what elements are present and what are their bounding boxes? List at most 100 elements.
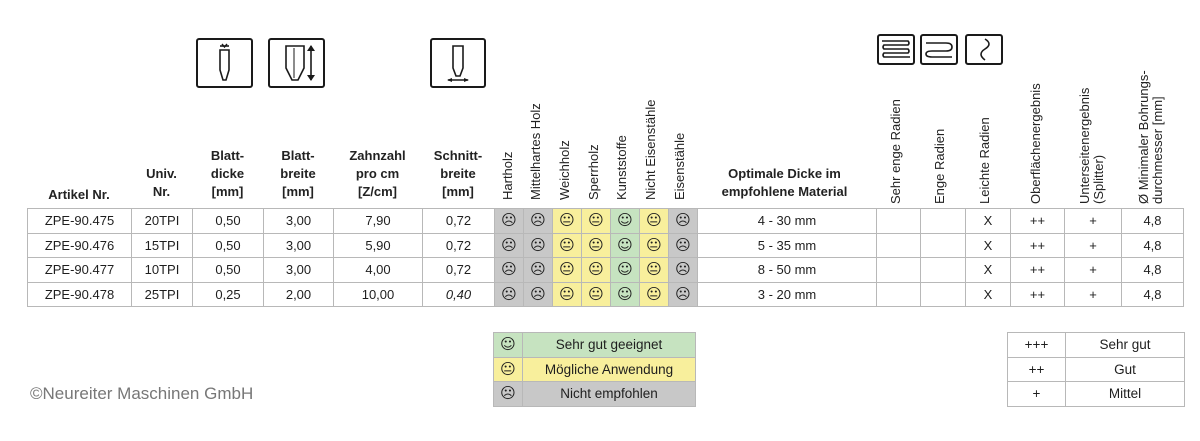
header-artikel: Artikel Nr. xyxy=(48,187,110,202)
cell-oberflaeche: ++ xyxy=(1010,232,1065,258)
header-bohrungsdurchmesser: Ø Minimaler Bohrungs-durchmesser [mm] xyxy=(1136,70,1165,204)
cell-blattbreite: 3,00 xyxy=(263,232,334,258)
smiley-neutral-icon: 😐 xyxy=(646,235,662,254)
cell-artikel: ZPE-90.477 xyxy=(27,257,132,283)
cell-zahnzahl: 7,90 xyxy=(333,208,423,234)
grade-symbol: + xyxy=(1007,381,1066,407)
legend-row: 😐Mögliche Anwendung xyxy=(493,356,696,382)
cell-schnittbreite: 0,72 xyxy=(422,208,495,234)
cell-material-6: ☹ xyxy=(668,281,698,307)
cell-oberflaeche: ++ xyxy=(1010,257,1065,283)
cell-oberflaeche: ++ xyxy=(1010,281,1065,307)
grade-row: +++Sehr gut xyxy=(1007,332,1185,358)
smiley-sad-icon: ☹ xyxy=(530,284,546,303)
smiley-neutral-icon: 😐 xyxy=(646,260,662,279)
cell-optimale-dicke: 4 - 30 mm xyxy=(697,208,877,234)
cell-material-0: ☹ xyxy=(494,232,524,258)
legend-symbol: 😐 xyxy=(493,356,523,382)
header-enge-radien: Enge Radien xyxy=(932,128,947,204)
cell-enge-radien xyxy=(920,232,966,258)
smiley-happy-icon: ☺ xyxy=(617,260,633,279)
cell-unterseite: + xyxy=(1064,257,1122,283)
cell-material-0: ☹ xyxy=(494,281,524,307)
cell-material-1: ☹ xyxy=(523,281,553,307)
smiley-neutral-icon: 😐 xyxy=(588,211,604,230)
header-blattbreite: Blatt-breite[mm] xyxy=(280,148,316,199)
cell-zahnzahl: 4,00 xyxy=(333,257,423,283)
cell-material-5: 😐 xyxy=(639,208,669,234)
cell-bohrung: 4,8 xyxy=(1121,208,1184,234)
cell-sehr-enge-radien xyxy=(876,281,921,307)
cell-blattbreite: 3,00 xyxy=(263,208,334,234)
tight-radius-icon xyxy=(920,34,958,65)
smiley-sad-icon: ☹ xyxy=(501,211,517,230)
smiley-sad-icon: ☹ xyxy=(675,235,691,254)
cell-material-2: 😐 xyxy=(552,208,582,234)
cell-leichte-radien: X xyxy=(965,232,1011,258)
header-weichholz: Weichholz xyxy=(557,140,572,200)
smiley-neutral-icon: 😐 xyxy=(646,211,662,230)
smiley-happy-icon: ☺ xyxy=(617,211,633,230)
cell-artikel: ZPE-90.475 xyxy=(27,208,132,234)
smiley-sad-icon: ☹ xyxy=(501,284,517,303)
cell-material-3: 😐 xyxy=(581,208,611,234)
suitability-legend: ☺ Sehr gut geeignet😐Mögliche Anwendung ☹ Ni… xyxy=(493,332,696,407)
cell-material-4: ☺ xyxy=(610,257,640,283)
cell-material-3: 😐 xyxy=(581,257,611,283)
grade-label: Sehr gut xyxy=(1065,332,1185,358)
cell-unterseite: + xyxy=(1064,208,1122,234)
smiley-sad-icon: ☹ xyxy=(501,260,517,279)
smiley-sad-icon: ☹ xyxy=(501,235,517,254)
header-mittelhartes-holz: Mittelhartes Holz xyxy=(528,103,543,200)
cell-blattdicke: 0,25 xyxy=(192,281,264,307)
smiley-sad-icon: ☹ xyxy=(500,384,516,403)
header-eisenstaehle: Eisenstähle xyxy=(672,132,687,200)
cell-material-5: 😐 xyxy=(639,232,669,258)
header-nicht-eisenstaehle: Nicht Eisenstähle xyxy=(643,99,658,200)
grade-symbol: ++ xyxy=(1007,356,1066,382)
cell-material-5: 😐 xyxy=(639,257,669,283)
smiley-neutral-icon: 😐 xyxy=(559,211,575,230)
cell-material-2: 😐 xyxy=(552,281,582,307)
cell-enge-radien xyxy=(920,257,966,283)
copyright: ©Neureiter Maschinen GmbH xyxy=(30,384,254,403)
smiley-neutral-icon: 😐 xyxy=(559,284,575,303)
smiley-neutral-icon: 😐 xyxy=(559,260,575,279)
cell-zahnzahl: 10,00 xyxy=(333,281,423,307)
header-sehr-enge-radien: Sehr enge Radien xyxy=(888,99,903,204)
smiley-happy-icon: ☺ xyxy=(500,335,516,354)
cell-material-4: ☺ xyxy=(610,281,640,307)
cell-material-4: ☺ xyxy=(610,232,640,258)
grade-legend: +++Sehr gut++Gut+Mittel xyxy=(1007,332,1185,407)
cell-enge-radien xyxy=(920,208,966,234)
cell-leichte-radien: X xyxy=(965,208,1011,234)
cell-optimale-dicke: 5 - 35 mm xyxy=(697,232,877,258)
cell-artikel: ZPE-90.476 xyxy=(27,232,132,258)
cell-material-6: ☹ xyxy=(668,208,698,234)
cell-univ: 25TPI xyxy=(131,281,193,307)
cell-leichte-radien: X xyxy=(965,257,1011,283)
cell-schnittbreite: 0,72 xyxy=(422,257,495,283)
header-kunststoffe: Kunststoffe xyxy=(614,135,629,200)
grade-label: Mittel xyxy=(1065,381,1185,407)
legend-label: Nicht empfohlen xyxy=(522,381,696,407)
cell-univ: 10TPI xyxy=(131,257,193,283)
cell-enge-radien xyxy=(920,281,966,307)
cell-unterseite: + xyxy=(1064,232,1122,258)
cell-blattbreite: 3,00 xyxy=(263,257,334,283)
header-blattdicke: Blatt-dicke[mm] xyxy=(210,148,245,199)
cell-sehr-enge-radien xyxy=(876,208,921,234)
cell-optimale-dicke: 3 - 20 mm xyxy=(697,281,877,307)
header-univ: Univ.Nr. xyxy=(146,166,177,199)
cell-univ: 20TPI xyxy=(131,208,193,234)
smiley-sad-icon: ☹ xyxy=(530,260,546,279)
smiley-sad-icon: ☹ xyxy=(675,284,691,303)
cell-material-6: ☹ xyxy=(668,232,698,258)
legend-label: Sehr gut geeignet xyxy=(522,332,696,358)
light-radius-icon xyxy=(965,34,1003,65)
smiley-neutral-icon: 😐 xyxy=(588,260,604,279)
